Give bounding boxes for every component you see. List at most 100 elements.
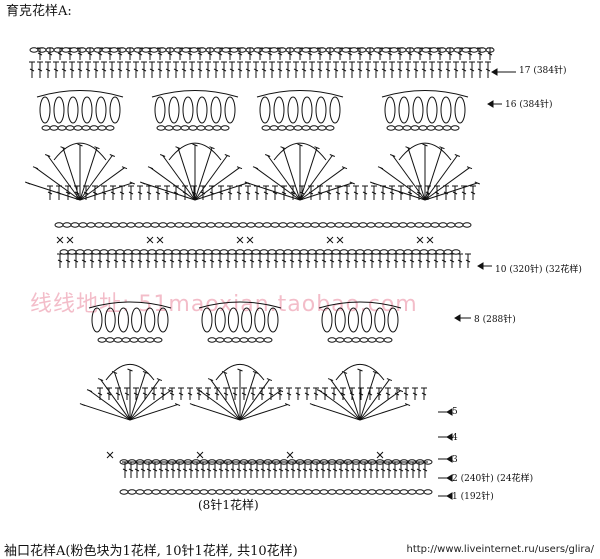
double-crochet-row — [137, 259, 143, 263]
chain-row — [430, 222, 440, 228]
chain-row — [317, 125, 327, 131]
double-crochet-row — [393, 259, 399, 263]
shell-fan — [32, 166, 39, 170]
shell-fan — [372, 370, 379, 374]
pineapple-motif — [374, 307, 386, 333]
chain-row — [156, 125, 166, 131]
double-crochet-row — [140, 468, 146, 472]
shell-fan — [316, 389, 323, 393]
chain-row — [427, 249, 437, 255]
chain-row — [211, 249, 221, 255]
chain-row — [394, 125, 404, 131]
double-crochet-row — [152, 468, 158, 472]
chain-row — [195, 249, 205, 255]
double-crochet-row — [345, 259, 351, 263]
shell-fan — [25, 181, 31, 185]
double-crochet-row — [260, 468, 266, 472]
double-crochet-row — [368, 468, 374, 472]
shell-fan — [156, 378, 163, 382]
chain-row — [407, 489, 417, 495]
double-crochet-row — [157, 68, 163, 72]
shell-fan — [177, 147, 196, 201]
chain-row — [247, 489, 257, 495]
pineapple-motif — [440, 96, 452, 124]
double-crochet-row — [161, 259, 167, 263]
double-crochet-row — [187, 392, 193, 396]
double-crochet-row — [146, 468, 152, 472]
chain-row — [196, 125, 206, 131]
double-crochet-row — [37, 52, 43, 56]
shell-fan — [392, 155, 426, 201]
row-label-10: 10 (320针) (32花样) — [495, 263, 582, 275]
chain-row — [259, 249, 269, 255]
shell-fan — [284, 403, 291, 407]
chain-row — [227, 249, 237, 255]
chain-row — [271, 489, 281, 495]
double-crochet-row — [469, 68, 475, 72]
double-crochet-row — [209, 191, 215, 195]
double-crochet-row — [128, 191, 134, 195]
chain-row — [291, 249, 301, 255]
double-crochet-row — [365, 68, 371, 72]
double-crochet-row — [155, 191, 161, 195]
pineapple-motif — [196, 96, 208, 124]
shell-fan — [264, 154, 271, 157]
double-crochet-row — [254, 468, 260, 472]
single-crochet-symbol — [286, 451, 294, 459]
double-crochet-row — [297, 52, 303, 56]
double-crochet-row — [362, 468, 368, 472]
double-crochet-row — [137, 52, 143, 56]
chain-arc — [273, 142, 327, 161]
chain-row — [123, 249, 133, 255]
double-crochet-row — [53, 68, 59, 72]
chain-row — [422, 222, 432, 228]
double-crochet-row — [164, 191, 170, 195]
shell-fan — [79, 167, 125, 201]
chain-row — [223, 489, 233, 495]
chain-row — [383, 337, 393, 343]
single-crochet-symbol — [326, 236, 334, 244]
chain-row — [147, 249, 157, 255]
chain-row — [81, 125, 91, 131]
shell-fan — [252, 370, 259, 374]
double-crochet-row — [259, 392, 265, 396]
chain-row — [67, 249, 77, 255]
shell-fan — [299, 182, 353, 201]
shell-fan — [359, 404, 408, 421]
shell-fan — [267, 155, 301, 201]
double-crochet-row — [392, 468, 398, 472]
double-crochet-row — [129, 259, 135, 263]
shell-fan — [162, 155, 196, 201]
double-crochet-row — [322, 392, 328, 396]
chain-row — [411, 249, 421, 255]
shell-fan — [349, 181, 355, 185]
shell-fan — [380, 167, 426, 201]
shell-fan — [357, 368, 363, 372]
chain-row — [115, 249, 125, 255]
double-crochet-row — [92, 191, 98, 195]
shell-fan — [314, 146, 320, 150]
double-crochet-row — [309, 68, 315, 72]
double-crochet-row — [267, 52, 273, 56]
double-crochet-row — [332, 468, 338, 472]
shell-fan — [299, 155, 333, 201]
shell-fan — [194, 147, 213, 201]
double-crochet-row — [412, 392, 418, 396]
shell-fan — [266, 378, 273, 382]
double-crochet-row — [263, 191, 269, 195]
double-crochet-row — [205, 68, 211, 72]
chain-row — [286, 222, 296, 228]
double-crochet-row — [217, 52, 223, 56]
chain-row — [199, 489, 209, 495]
double-crochet-row — [407, 52, 413, 56]
chain-row — [379, 249, 389, 255]
double-crochet-row — [281, 259, 287, 263]
shell-fan — [192, 404, 241, 421]
double-crochet-row — [81, 259, 87, 263]
double-crochet-row — [74, 191, 80, 195]
chain-row — [261, 125, 271, 131]
pineapple-motif — [198, 301, 282, 309]
shell-fan — [370, 181, 376, 185]
pineapple-motif — [347, 307, 359, 333]
double-crochet-row — [447, 52, 453, 56]
